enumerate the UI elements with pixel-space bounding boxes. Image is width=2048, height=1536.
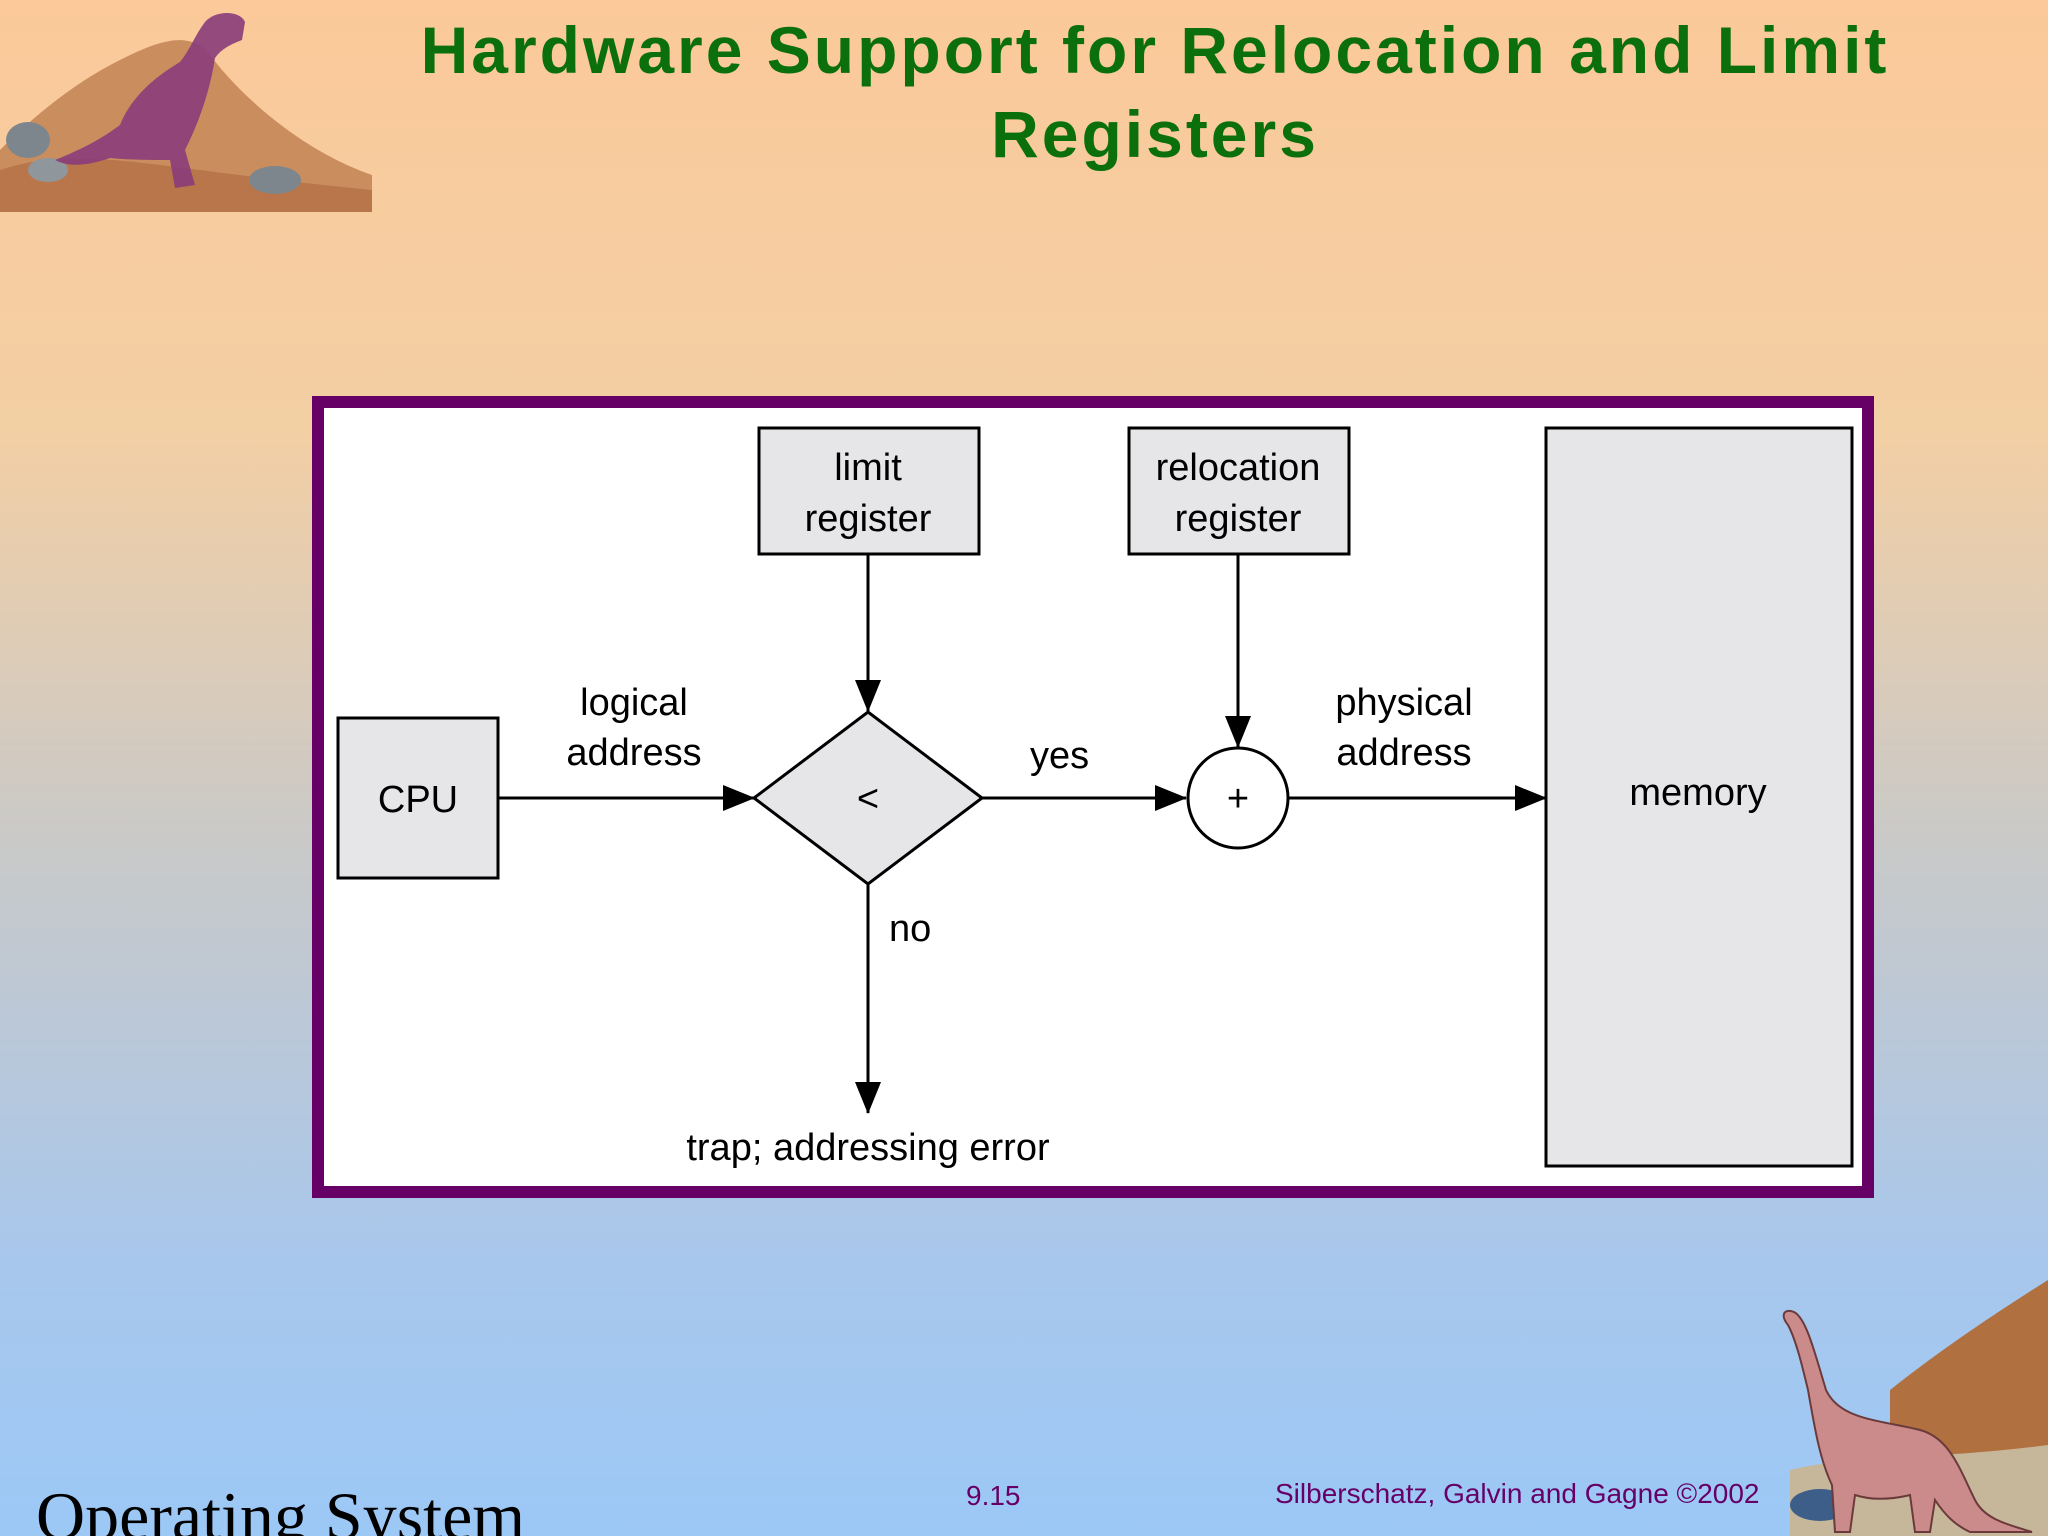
course-name: Operating System	[36, 1478, 526, 1536]
title-line-1: Hardware Support for Relocation and Limi…	[420, 13, 1890, 87]
diagram-frame: CPU limit register relocation register <…	[312, 396, 1874, 1198]
no-label: no	[889, 908, 931, 950]
page-number: 9.15	[966, 1480, 1021, 1511]
t-rex-dinosaur-icon	[0, 13, 372, 212]
physical-address-label-line2: address	[1336, 732, 1471, 774]
adder-symbol: +	[1227, 778, 1249, 820]
yes-label: yes	[1030, 735, 1089, 777]
logical-address-label-line1: logical	[580, 682, 688, 724]
limit-register-label-line2: register	[805, 498, 932, 540]
brontosaurus-dinosaur-icon	[1782, 1280, 2048, 1536]
memory-box	[1544, 426, 1854, 1168]
diagram-canvas: CPU limit register relocation register <…	[324, 408, 1862, 1186]
limit-register-label-line1: limit	[834, 447, 902, 489]
relocation-register-label-line2: register	[1175, 498, 1302, 540]
cpu-label: CPU	[378, 779, 458, 821]
title-line-2: Registers	[991, 97, 1319, 171]
logical-address-label-line2: address	[566, 732, 701, 774]
relocation-register-label-line1: relocation	[1156, 447, 1321, 489]
comparator-diamond	[751, 710, 985, 886]
slide-title: Hardware Support for Relocation and Limi…	[380, 8, 1930, 176]
comparator-symbol: <	[857, 778, 879, 820]
relocation-register-box	[1127, 426, 1351, 556]
authors-credit: Silberschatz, Galvin and Gagne ©2002	[1275, 1478, 1760, 1509]
physical-address-label-line1: physical	[1335, 682, 1472, 724]
memory-label: memory	[1629, 772, 1766, 814]
adder-circle	[1186, 746, 1290, 850]
limit-register-box	[757, 426, 981, 556]
trap-error-label: trap; addressing error	[686, 1127, 1050, 1169]
cpu-box	[336, 716, 500, 880]
relocation-limit-diagram: CPU limit register relocation register <…	[336, 426, 1854, 1169]
